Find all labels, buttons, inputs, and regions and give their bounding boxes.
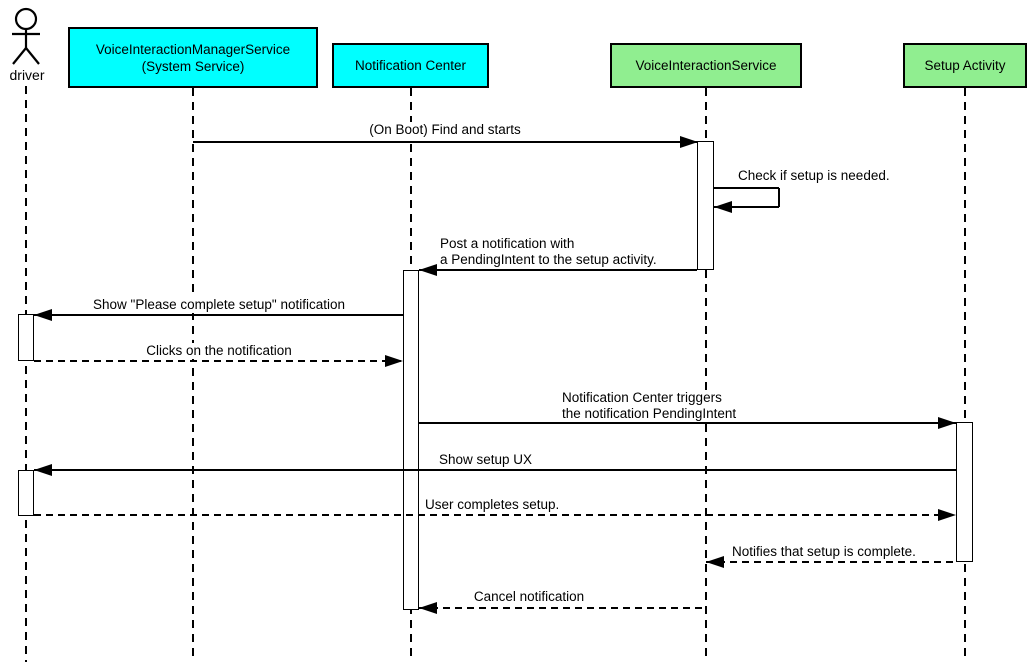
message-label-line: Post a notification with: [440, 236, 575, 251]
message-label-line: Clicks on the notification: [146, 343, 292, 358]
message-label-line: a PendingIntent to the setup activity.: [440, 252, 657, 267]
message-line-user-completes-setup: [34, 514, 956, 516]
message-label-line: Notifies that setup is complete.: [732, 544, 916, 559]
message-line-on-boot-find-and-starts: [193, 141, 698, 143]
arrowhead-notifies-setup-complete: [706, 556, 724, 568]
activation-bar-driver-3: [18, 470, 34, 516]
message-label-show-setup-ux: Show setup UX: [437, 452, 535, 468]
message-label-cancel-notification: Cancel notification: [471, 589, 587, 605]
participant-setup-activity: Setup Activity: [903, 43, 1027, 88]
activation-bar-voice-interaction-service-0: [697, 141, 714, 270]
message-line-notifies-setup-complete: [706, 561, 956, 563]
message-label-clicks-on-notification: Clicks on the notification: [144, 343, 294, 359]
lifeline-voice-interaction-manager-service: [192, 88, 194, 662]
message-label-line: Show "Please complete setup" notificatio…: [93, 297, 345, 312]
message-label-check-if-setup-needed: Check if setup is needed.: [736, 168, 892, 184]
participant-voice-interaction-manager-service: VoiceInteractionManagerService(System Se…: [68, 27, 318, 88]
arrowhead-show-setup-ux: [34, 464, 52, 476]
message-line-show-setup-ux: [34, 469, 956, 471]
message-line-notification-center-triggers-pendingintent: [419, 422, 956, 424]
arrowhead-show-please-complete-setup-notification: [34, 309, 52, 321]
message-line-show-please-complete-setup-notification: [34, 314, 403, 316]
arrowhead-clicks-on-notification: [385, 355, 403, 367]
arrowhead-cancel-notification: [419, 602, 437, 614]
message-label-show-please-complete-setup-notification: Show "Please complete setup" notificatio…: [91, 297, 347, 313]
message-line-cancel-notification: [419, 607, 706, 609]
arrowhead-notification-center-triggers-pendingintent: [938, 417, 956, 429]
message-line-check-if-setup-needed-down: [778, 188, 780, 207]
message-label-line: Cancel notification: [473, 589, 585, 604]
participant-notification-center-label: Notification Center: [354, 58, 467, 73]
message-label-line: the notification PendingIntent: [562, 406, 737, 421]
message-label-on-boot-find-and-starts: (On Boot) Find and starts: [367, 122, 523, 138]
message-line-clicks-on-notification: [34, 360, 403, 362]
participant-voice-interaction-service-label: VoiceInteractionService: [635, 58, 777, 73]
activation-bar-notification-center-1: [403, 270, 419, 610]
message-label-line: User completes setup.: [425, 497, 560, 512]
message-line-check-if-setup-needed-out: [714, 187, 779, 189]
message-label-user-completes-setup: User completes setup.: [423, 497, 562, 513]
participant-voice-interaction-manager-service-label: (System Service): [141, 58, 245, 74]
arrowhead-check-if-setup-needed: [714, 201, 732, 213]
actor-driver-label: driver: [9, 67, 45, 83]
message-label-line: Check if setup is needed.: [738, 168, 890, 183]
actor-driver-icon: [4, 7, 48, 65]
arrowhead-post-notification-pendingintent: [419, 264, 437, 276]
participant-notification-center: Notification Center: [332, 43, 489, 88]
message-label-line: (On Boot) Find and starts: [369, 122, 521, 137]
activation-bar-setup-activity-4: [956, 422, 973, 562]
participant-voice-interaction-manager-service-label: VoiceInteractionManagerService: [95, 41, 291, 57]
participant-setup-activity-label: Setup Activity: [924, 58, 1006, 73]
arrowhead-on-boot-find-and-starts: [680, 136, 698, 148]
lifeline-setup-activity: [964, 88, 966, 662]
lifeline-voice-interaction-service: [705, 88, 707, 662]
activation-bar-driver-2: [18, 314, 34, 361]
arrowhead-user-completes-setup: [938, 509, 956, 521]
participant-voice-interaction-service: VoiceInteractionService: [610, 43, 802, 88]
message-label-notifies-setup-complete: Notifies that setup is complete.: [730, 544, 918, 560]
message-line-check-if-setup-needed-back: [714, 206, 779, 208]
message-line-post-notification-pendingintent: [419, 269, 697, 271]
message-label-line: Notification Center triggers: [562, 390, 722, 405]
lifeline-driver: [25, 86, 27, 662]
message-label-line: Show setup UX: [439, 452, 533, 467]
